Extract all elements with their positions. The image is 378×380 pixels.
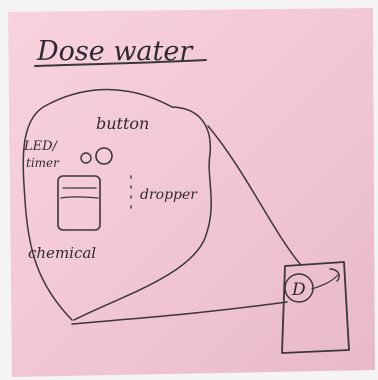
led-circle	[80, 152, 92, 164]
sticky-note-paper	[8, 8, 375, 377]
container-divider	[60, 196, 99, 199]
connection-to-device	[207, 125, 301, 265]
timer-label: timer	[26, 156, 60, 170]
chemical-label: chemical	[28, 244, 96, 262]
device-label: D	[291, 280, 306, 300]
chemical-container	[57, 175, 101, 231]
device-box	[281, 261, 350, 354]
dropper-label: dropper	[140, 187, 198, 203]
led-label: LED/	[23, 139, 59, 154]
title-underline	[34, 59, 207, 67]
button-circle	[95, 147, 113, 165]
sketch-loop-right	[73, 106, 212, 321]
button-label: button	[96, 114, 149, 133]
sketch-loop-left	[22, 88, 173, 321]
device-inner-line	[311, 274, 339, 290]
device-corner-mark	[329, 268, 340, 282]
connection-bottom	[71, 301, 288, 325]
